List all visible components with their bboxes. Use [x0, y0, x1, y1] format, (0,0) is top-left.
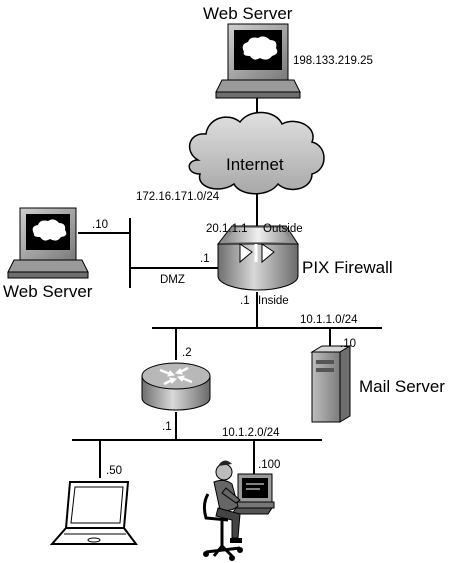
mail-server-icon	[310, 345, 352, 423]
web-server-top-icon	[215, 23, 301, 99]
router-down-if-label: .1	[162, 421, 172, 433]
pix-firewall-icon	[216, 225, 299, 291]
laptop-host-label: .50	[106, 465, 122, 477]
internet-cloud-icon	[188, 111, 325, 195]
user-workstation-icon	[202, 460, 275, 561]
inside-network-label: 10.1.1.0/24	[300, 314, 358, 326]
pix-firewall-label: PIX Firewall	[302, 258, 393, 277]
router-icon	[141, 362, 211, 411]
outside-label: Outside	[263, 223, 303, 235]
outside-ip-label: 20.1.1.1	[206, 223, 248, 235]
inside-label: Inside	[258, 295, 289, 307]
web-server-left-icon	[7, 207, 89, 279]
web-server-top-label: Web Server	[203, 4, 293, 23]
dmz-label: DMZ	[160, 274, 185, 286]
links	[72, 98, 382, 478]
inside-ip-label: .1	[240, 295, 250, 307]
lan-network-label: 10.1.2.0/24	[222, 427, 280, 439]
dmz-network-label: 172.16.171.0/24	[136, 191, 220, 203]
web-server-left-label: Web Server	[3, 282, 93, 301]
dmz-firewall-if-label: .1	[200, 253, 210, 265]
dmz-host-label: .10	[92, 219, 108, 231]
web-server-top-ip: 198.133.219.25	[293, 55, 373, 67]
mail-server-label: Mail Server	[359, 377, 445, 396]
mail-host-label: .10	[340, 338, 356, 350]
laptop-icon	[49, 481, 138, 545]
user-host-label: .100	[258, 459, 280, 471]
router-up-if-label: .2	[182, 347, 192, 359]
internet-label: Internet	[226, 155, 284, 174]
